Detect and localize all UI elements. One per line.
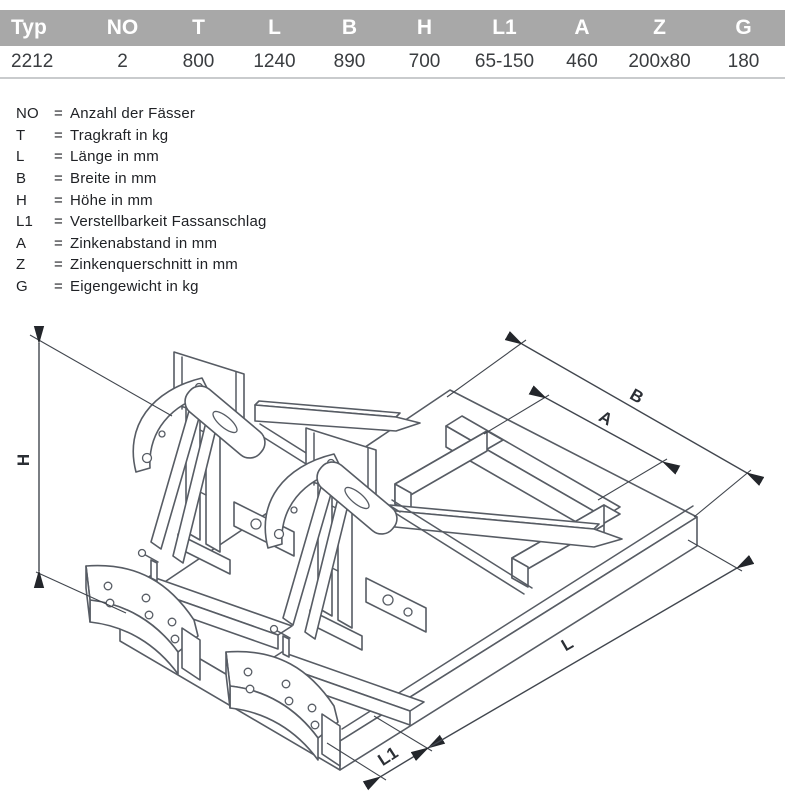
legend-item-b: B = Breite in mm xyxy=(16,168,267,190)
spec-table: Typ NO T L B H L1 A Z G 2212 2 800 1240 … xyxy=(0,10,785,79)
legend-abbr: H xyxy=(16,191,28,209)
col-header-t: T xyxy=(192,16,205,39)
col-header-l1: L1 xyxy=(492,16,517,39)
equals-sign: = xyxy=(54,126,63,144)
col-header-g: G xyxy=(735,16,752,39)
legend-item-l1: L1 = Verstellbarkeit Fassanschlag xyxy=(16,211,267,233)
legend-desc: Höhe in mm xyxy=(70,191,153,209)
spec-table-header-row: Typ NO T L B H L1 A Z G xyxy=(0,10,785,46)
equals-sign: = xyxy=(54,278,63,296)
legend-desc: Eigengewicht in kg xyxy=(70,278,199,296)
legend-desc: Zinkenquerschnitt in mm xyxy=(70,256,238,274)
cell-l: 1240 xyxy=(253,50,296,72)
col-header-b: B xyxy=(341,16,358,39)
legend-abbr: T xyxy=(16,126,26,144)
cell-typ: 2212 xyxy=(11,50,54,72)
col-header-typ: Typ xyxy=(11,16,47,39)
spec-table-data-row: 2212 2 800 1240 890 700 65-150 460 200x8… xyxy=(0,46,785,79)
extension-line xyxy=(693,469,752,518)
equals-sign: = xyxy=(54,256,63,274)
dimension-l: L L1 xyxy=(326,539,755,791)
equals-sign: = xyxy=(54,234,63,252)
legend-abbr: L xyxy=(16,148,25,166)
legend-item-z: Z = Zinkenquerschnitt in mm xyxy=(16,254,267,276)
legend-desc: Länge in mm xyxy=(70,148,159,166)
cell-no: 2 xyxy=(117,50,128,72)
legend-abbr: A xyxy=(16,234,27,252)
equals-sign: = xyxy=(54,148,63,166)
extension-line xyxy=(29,334,173,417)
legend-item-l: L = Länge in mm xyxy=(16,146,267,168)
legend-abbr: NO xyxy=(16,105,39,123)
fork-tine-upper xyxy=(254,400,421,432)
cell-z: 200x80 xyxy=(628,50,691,72)
cell-b: 890 xyxy=(333,50,366,72)
col-header-l: L xyxy=(268,16,281,39)
equals-sign: = xyxy=(54,105,63,123)
dimension-label-b: B xyxy=(627,385,647,408)
legend-desc: Tragkraft in kg xyxy=(70,126,169,144)
equals-sign: = xyxy=(54,213,63,231)
technical-drawing: H B A L L1 xyxy=(14,326,765,791)
extension-line xyxy=(446,339,527,398)
cell-a: 460 xyxy=(566,50,598,72)
legend-item-h: H = Höhe in mm xyxy=(16,189,267,211)
cell-l1: 65-150 xyxy=(474,50,535,72)
legend-desc: Breite in mm xyxy=(70,170,157,188)
legend-desc: Anzahl der Fässer xyxy=(70,105,196,123)
cell-h: 700 xyxy=(408,50,441,72)
dimension-h: H xyxy=(14,326,173,614)
legend-abbr: B xyxy=(16,170,27,188)
col-header-z: Z xyxy=(653,16,666,39)
legend-desc: Verstellbarkeit Fassanschlag xyxy=(70,213,267,231)
col-header-h: H xyxy=(416,16,433,39)
legend-abbr: G xyxy=(16,278,28,296)
col-header-a: A xyxy=(574,16,590,39)
dimension-label-l: L xyxy=(558,633,576,655)
equals-sign: = xyxy=(54,191,63,209)
col-header-no: NO xyxy=(106,16,139,39)
legend-item-t: T = Tragkraft in kg xyxy=(16,125,267,147)
legend-desc: Zinkenabstand in mm xyxy=(70,234,218,252)
legend-item-g: G = Eigengewicht in kg xyxy=(16,276,267,298)
equals-sign: = xyxy=(54,170,63,188)
legend-abbr: Z xyxy=(16,256,26,274)
cell-g: 180 xyxy=(727,50,760,72)
legend-item-no: NO = Anzahl der Fässer xyxy=(16,103,267,125)
cell-t: 800 xyxy=(182,50,215,72)
dimension-label-h: H xyxy=(14,454,33,466)
legend: NO = Anzahl der Fässer T = Tragkraft in … xyxy=(16,103,267,297)
dimension-line-l xyxy=(410,554,755,762)
dimension-line-a xyxy=(528,385,681,475)
legend-abbr: L1 xyxy=(16,213,34,231)
extension-line xyxy=(687,539,743,572)
legend-item-a: A = Zinkenabstand in mm xyxy=(16,233,267,255)
extension-line xyxy=(35,571,127,614)
